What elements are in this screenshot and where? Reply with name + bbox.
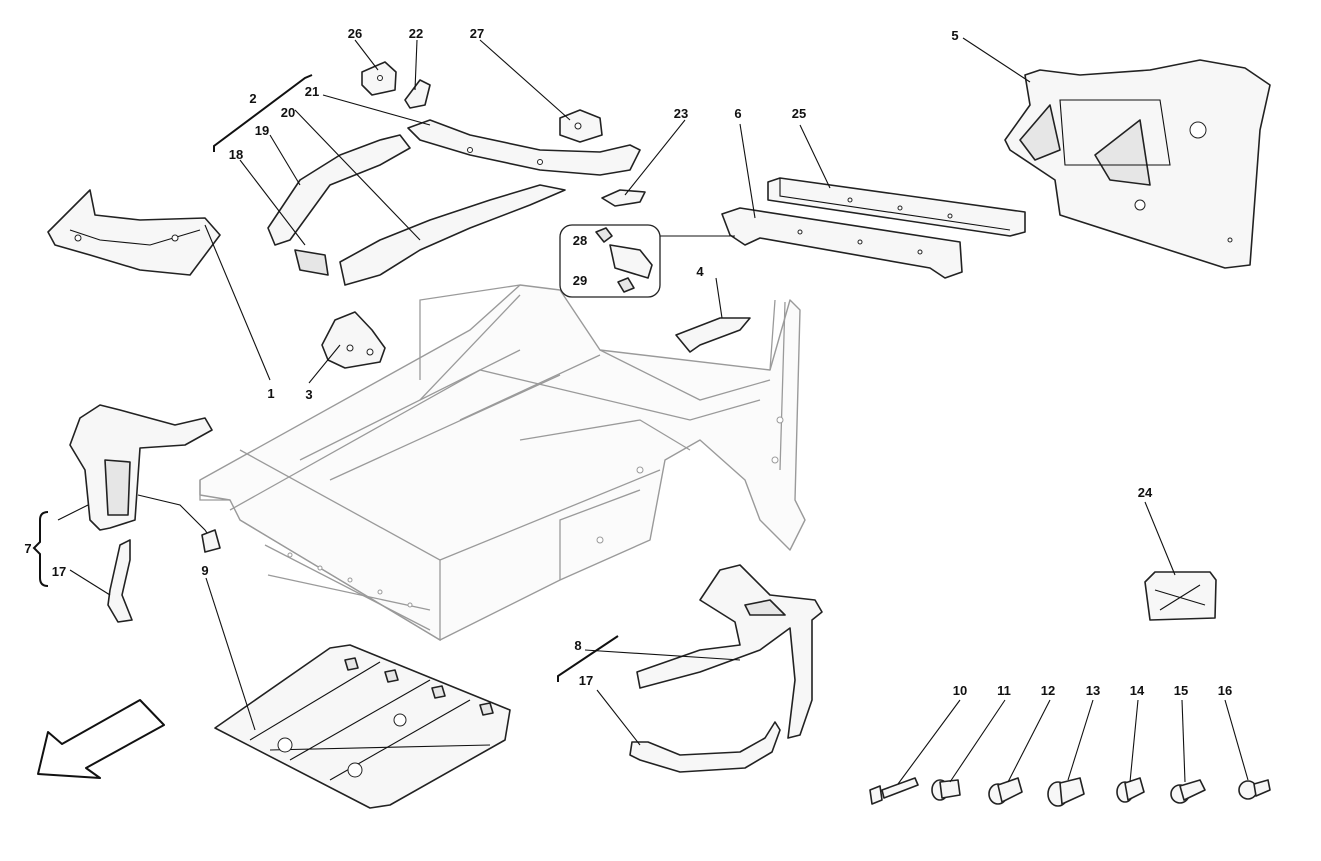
callout-13: 13 — [1086, 683, 1100, 698]
part-21-upper-rail[interactable] — [407, 119, 641, 176]
part-23-clip[interactable] — [601, 189, 646, 207]
callout-21: 21 — [305, 84, 319, 99]
callout-8: 8 — [574, 638, 581, 653]
parts-18-19-20-inner-rails[interactable] — [267, 134, 566, 286]
callout-6: 6 — [734, 106, 741, 121]
part-22-bracket[interactable] — [404, 79, 431, 109]
callout-17-right: 17 — [579, 673, 593, 688]
chassis-frame — [199, 284, 806, 642]
part-9-floor-tray[interactable] — [214, 644, 511, 809]
callout-labels: 1 2 3 4 5 6 7 8 9 10 11 12 13 14 15 16 1… — [24, 26, 1232, 698]
callout-5: 5 — [951, 28, 958, 43]
callout-7: 7 — [24, 541, 31, 556]
fastener-13-sleeve[interactable] — [1047, 777, 1085, 807]
callout-16: 16 — [1218, 683, 1232, 698]
fastener-10-bolt[interactable] — [869, 777, 919, 805]
fastener-15-stud[interactable] — [1170, 779, 1206, 804]
leader-lines — [57, 37, 1249, 785]
callout-23: 23 — [674, 106, 688, 121]
part-5-bulkhead[interactable] — [1004, 59, 1271, 269]
callout-3: 3 — [305, 387, 312, 402]
callout-26: 26 — [348, 26, 362, 41]
group-brackets — [32, 74, 619, 682]
front-direction-arrow-icon — [37, 699, 165, 779]
callout-12: 12 — [1041, 683, 1055, 698]
callout-17-left: 17 — [52, 564, 66, 579]
part-6-rail[interactable] — [721, 207, 963, 279]
part-4-plate[interactable] — [675, 317, 751, 353]
callout-24: 24 — [1138, 485, 1153, 500]
fastener-16-bolt[interactable] — [1238, 779, 1271, 800]
callout-18: 18 — [229, 147, 243, 162]
fastener-12-sleeve[interactable] — [988, 777, 1023, 805]
part-7-pillar-assembly[interactable] — [69, 404, 221, 553]
callout-4: 4 — [696, 264, 704, 279]
part-8-pillar-assembly[interactable] — [636, 564, 823, 739]
part-17-right-tube[interactable] — [629, 721, 781, 773]
part-1-front-arch[interactable] — [47, 189, 221, 276]
callout-14: 14 — [1130, 683, 1145, 698]
part-3-bracket[interactable] — [321, 311, 386, 369]
part-17-left-tube[interactable] — [107, 539, 133, 623]
callout-19: 19 — [255, 123, 269, 138]
part-26-bracket[interactable] — [361, 61, 397, 96]
callout-22: 22 — [409, 26, 423, 41]
callout-1: 1 — [267, 386, 274, 401]
callout-9: 9 — [201, 563, 208, 578]
callout-10: 10 — [953, 683, 967, 698]
callout-15: 15 — [1174, 683, 1188, 698]
fastener-11-nut[interactable] — [931, 779, 961, 801]
callout-29: 29 — [573, 273, 587, 288]
detail-box-28-29 — [559, 224, 661, 298]
callout-25: 25 — [792, 106, 806, 121]
callout-11: 11 — [997, 683, 1011, 698]
callout-20: 20 — [281, 105, 295, 120]
callout-28: 28 — [573, 233, 587, 248]
part-27-bracket[interactable] — [559, 109, 603, 143]
fastener-14-insert[interactable] — [1116, 777, 1145, 803]
callout-2: 2 — [249, 91, 256, 106]
callout-27: 27 — [470, 26, 484, 41]
part-24-pad[interactable] — [1144, 571, 1217, 621]
part-25-beam[interactable] — [767, 177, 1026, 237]
